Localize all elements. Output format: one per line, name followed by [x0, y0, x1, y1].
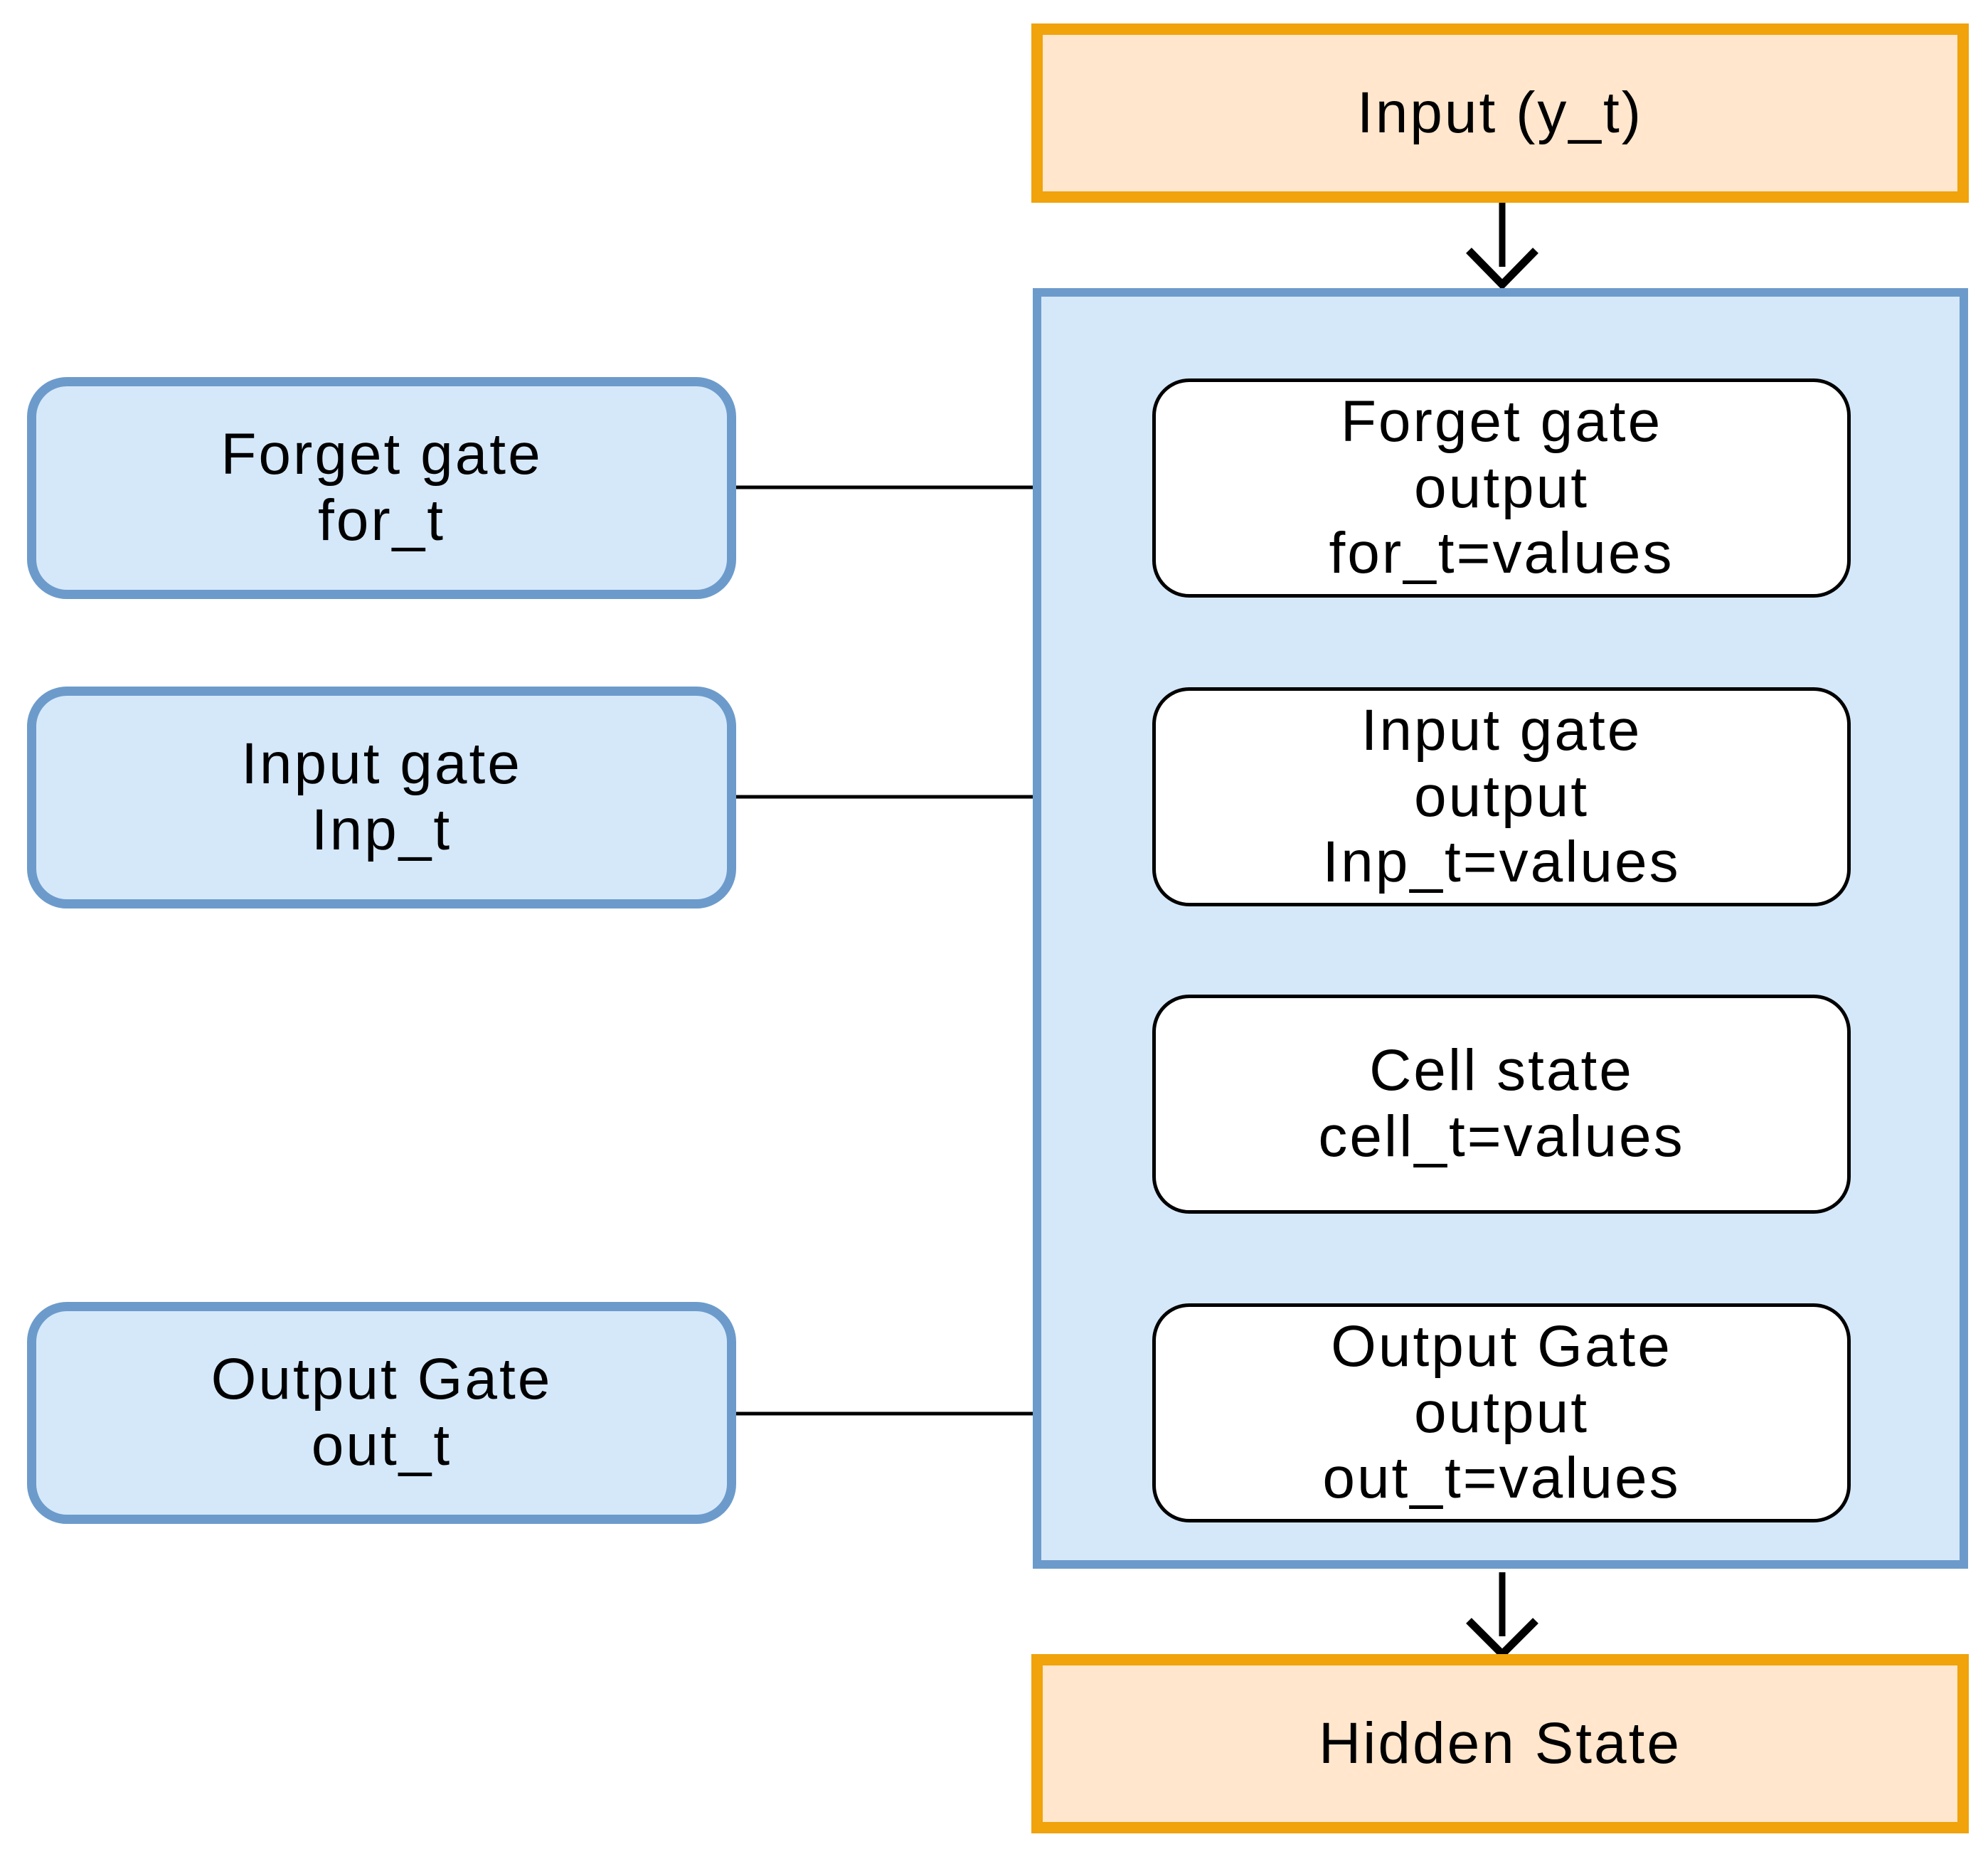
- input-gate-output-label: Input gate output Inp_t=values: [1322, 698, 1681, 895]
- cell-state-label: Cell state cell_t=values: [1318, 1038, 1685, 1169]
- output-gate-label: Output Gate out_t: [211, 1347, 553, 1478]
- input-node-label: Input (y_t): [1356, 80, 1644, 145]
- forget-gate-label: Forget gate for_t: [220, 422, 543, 553]
- forget-gate-output-label: Forget gate output for_t=values: [1329, 389, 1674, 586]
- input-gate-output-box: Input gate output Inp_t=values: [1152, 687, 1851, 906]
- input-gate-label: Input gate Inp_t: [241, 731, 522, 862]
- output-gate-output-label: Output Gate output out_t=values: [1322, 1314, 1681, 1511]
- hidden-state-node: Hidden State: [1031, 1654, 1969, 1833]
- input-node: Input (y_t): [1031, 23, 1969, 203]
- forget-gate-box: Forget gate for_t: [27, 377, 736, 599]
- cell-state-box: Cell state cell_t=values: [1152, 995, 1851, 1214]
- forget-gate-output-box: Forget gate output for_t=values: [1152, 378, 1851, 598]
- arrow-input-to-cell: [1466, 203, 1538, 290]
- output-gate-output-box: Output Gate output out_t=values: [1152, 1303, 1851, 1522]
- hidden-state-label: Hidden State: [1318, 1710, 1682, 1776]
- output-gate-box: Output Gate out_t: [27, 1302, 736, 1524]
- arrow-cell-to-hidden: [1466, 1572, 1538, 1660]
- input-gate-box: Input gate Inp_t: [27, 687, 736, 909]
